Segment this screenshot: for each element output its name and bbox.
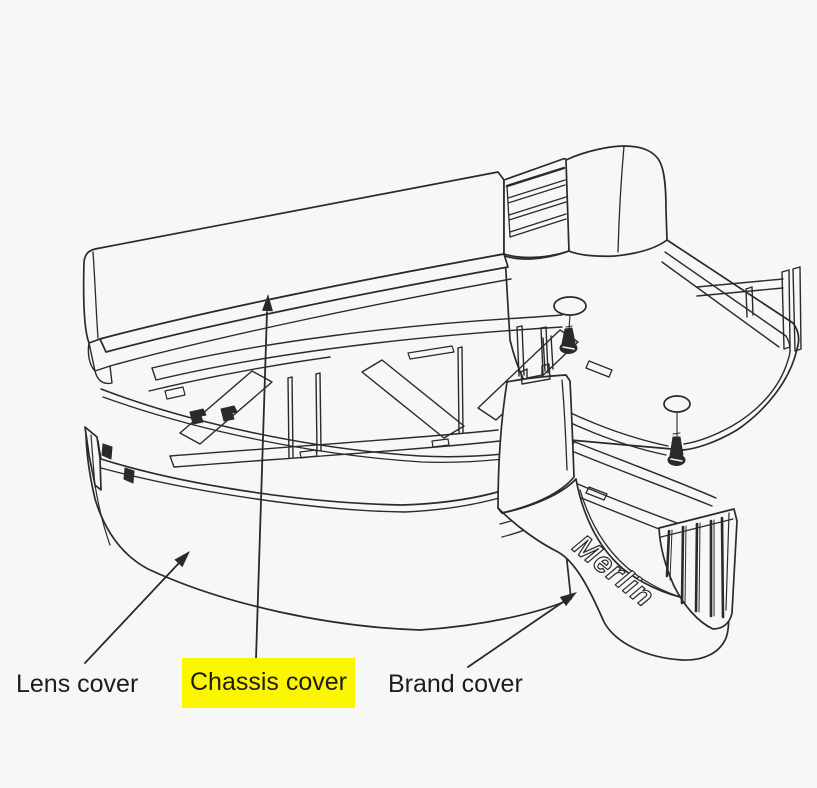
chassis-cover-arrow (255, 294, 273, 660)
label-chassis-cover: Chassis cover (182, 658, 355, 708)
label-brand-cover: Brand cover (388, 670, 523, 698)
vent-slots (505, 166, 567, 238)
screw-icon (667, 411, 686, 466)
screw-icon (559, 314, 578, 354)
rib-structure (148, 314, 579, 468)
brand-cover-arrow (467, 592, 577, 668)
label-lens-cover: Lens cover (16, 670, 139, 698)
chassis-clips (696, 266, 802, 352)
grille-slats (660, 512, 734, 619)
lens-cover-arrow (84, 551, 190, 664)
chassis-cover-part (82, 145, 802, 549)
